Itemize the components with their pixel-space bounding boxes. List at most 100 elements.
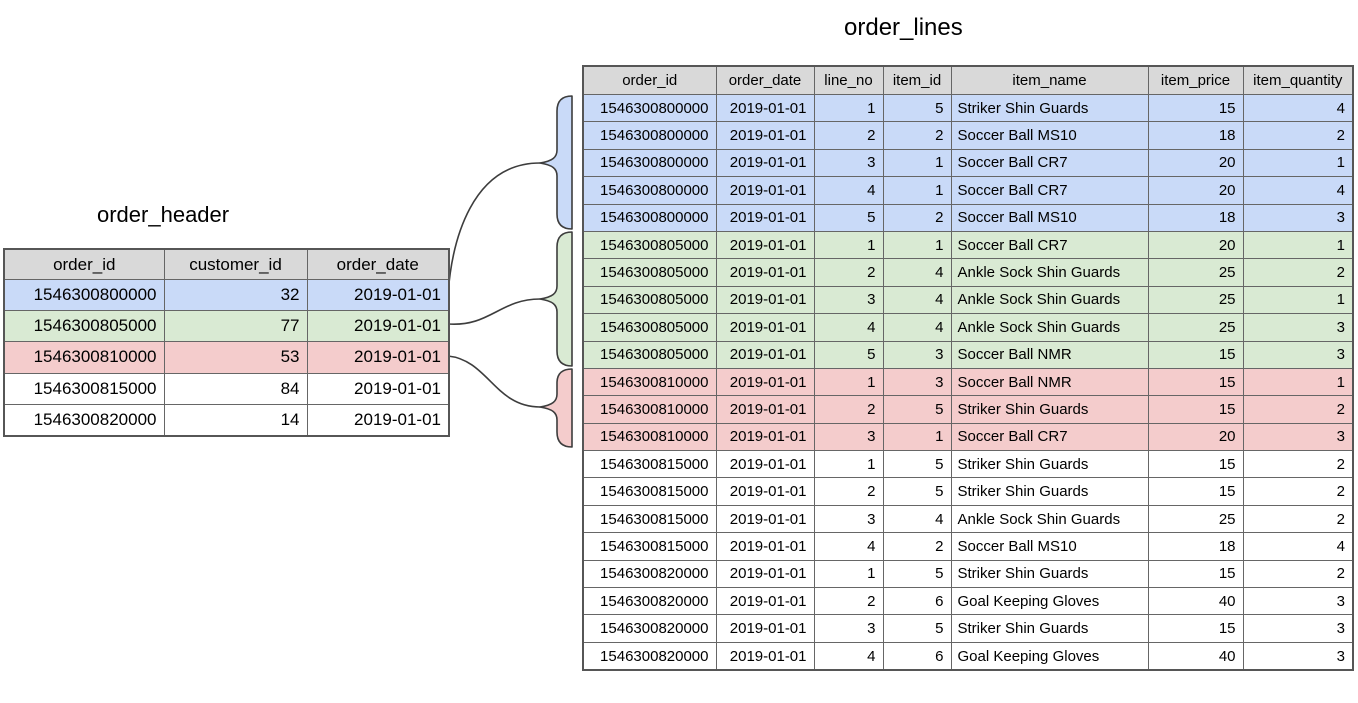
column-header: item_price: [1147, 65, 1244, 95]
table-cell: 2: [882, 203, 952, 232]
table-cell: 1546300810000: [3, 341, 165, 374]
table-cell: 2019-01-01: [715, 477, 815, 506]
table-cell: 20: [1147, 230, 1244, 260]
table-cell: 1: [882, 176, 952, 205]
table-cell: 3: [882, 340, 952, 369]
table-cell: 2019-01-01: [306, 372, 450, 405]
table-cell: 18: [1147, 121, 1244, 150]
column-header: item_id: [882, 65, 952, 95]
table-cell: 15: [1147, 367, 1244, 397]
table-cell: 5: [882, 93, 952, 123]
table-cell: 1: [1242, 285, 1354, 315]
table-cell: 1546300810000: [582, 422, 717, 452]
table-cell: 15: [1147, 614, 1244, 643]
table-cell: Striker Shin Guards: [950, 450, 1149, 479]
table-cell: 15: [1147, 477, 1244, 506]
table-cell: 4: [1242, 176, 1354, 205]
group-brace-blue: [539, 95, 573, 230]
table-cell: 1: [1242, 367, 1354, 397]
column-header: order_date: [306, 248, 450, 280]
table-cell: 1546300815000: [582, 504, 717, 534]
table-cell: 2019-01-01: [715, 450, 815, 479]
table-cell: 1546300800000: [582, 176, 717, 205]
table-cell: 4: [813, 532, 884, 561]
table-cell: Soccer Ball CR7: [950, 148, 1149, 178]
table-cell: Striker Shin Guards: [950, 559, 1149, 589]
table-cell: Soccer Ball MS10: [950, 203, 1149, 232]
table-cell: 2019-01-01: [715, 230, 815, 260]
table-cell: 4: [1242, 532, 1354, 561]
table-cell: 15: [1147, 93, 1244, 123]
table-cell: Ankle Sock Shin Guards: [950, 285, 1149, 315]
table-cell: 15: [1147, 395, 1244, 424]
table-cell: 32: [163, 278, 308, 312]
table-cell: 2019-01-01: [715, 203, 815, 232]
table-cell: 4: [882, 504, 952, 534]
table-cell: 2: [813, 258, 884, 287]
table-cell: 2019-01-01: [306, 310, 450, 343]
table-cell: 2019-01-01: [306, 278, 450, 312]
table-cell: 5: [882, 395, 952, 424]
table-cell: 1546300815000: [582, 532, 717, 561]
table-cell: 2: [1242, 395, 1354, 424]
table-cell: 3: [813, 148, 884, 178]
table-cell: 1546300820000: [582, 587, 717, 616]
table-cell: 1: [882, 148, 952, 178]
connector-curve-blue: [447, 162, 541, 295]
column-header: line_no: [813, 65, 884, 95]
table-cell: 2: [1242, 258, 1354, 287]
table-cell: Soccer Ball NMR: [950, 367, 1149, 397]
table-cell: 6: [882, 587, 952, 616]
table-cell: 5: [813, 340, 884, 369]
order-header-title: order_header: [97, 202, 230, 227]
table-cell: 2: [813, 587, 884, 616]
table-cell: 2: [1242, 559, 1354, 589]
table-cell: 3: [1242, 340, 1354, 369]
table-cell: 2019-01-01: [715, 395, 815, 424]
table-cell: Striker Shin Guards: [950, 395, 1149, 424]
table-cell: 1: [813, 367, 884, 397]
table-cell: 20: [1147, 148, 1244, 178]
table-cell: 25: [1147, 285, 1244, 315]
table-cell: 1546300805000: [582, 313, 717, 342]
column-header: item_quantity: [1242, 65, 1354, 95]
table-cell: 1546300815000: [582, 477, 717, 506]
table-cell: Ankle Sock Shin Guards: [950, 313, 1149, 342]
table-cell: 1546300800000: [3, 278, 165, 312]
table-cell: 15: [1147, 450, 1244, 479]
table-cell: 3: [813, 422, 884, 452]
table-cell: 3: [1242, 614, 1354, 643]
table-cell: 53: [163, 341, 308, 374]
table-cell: 2: [813, 121, 884, 150]
table-cell: 2019-01-01: [715, 93, 815, 123]
table-cell: 1546300815000: [582, 450, 717, 479]
table-cell: 1546300800000: [582, 93, 717, 123]
table-cell: 1: [813, 230, 884, 260]
table-cell: 5: [882, 614, 952, 643]
table-cell: 1546300820000: [582, 559, 717, 589]
table-cell: 1546300820000: [582, 641, 717, 671]
table-cell: 4: [882, 285, 952, 315]
table-cell: 3: [1242, 587, 1354, 616]
table-cell: Soccer Ball CR7: [950, 176, 1149, 205]
table-cell: 4: [813, 641, 884, 671]
table-cell: 1: [882, 230, 952, 260]
table-cell: 5: [882, 450, 952, 479]
table-cell: 4: [882, 313, 952, 342]
table-cell: 2019-01-01: [715, 641, 815, 671]
